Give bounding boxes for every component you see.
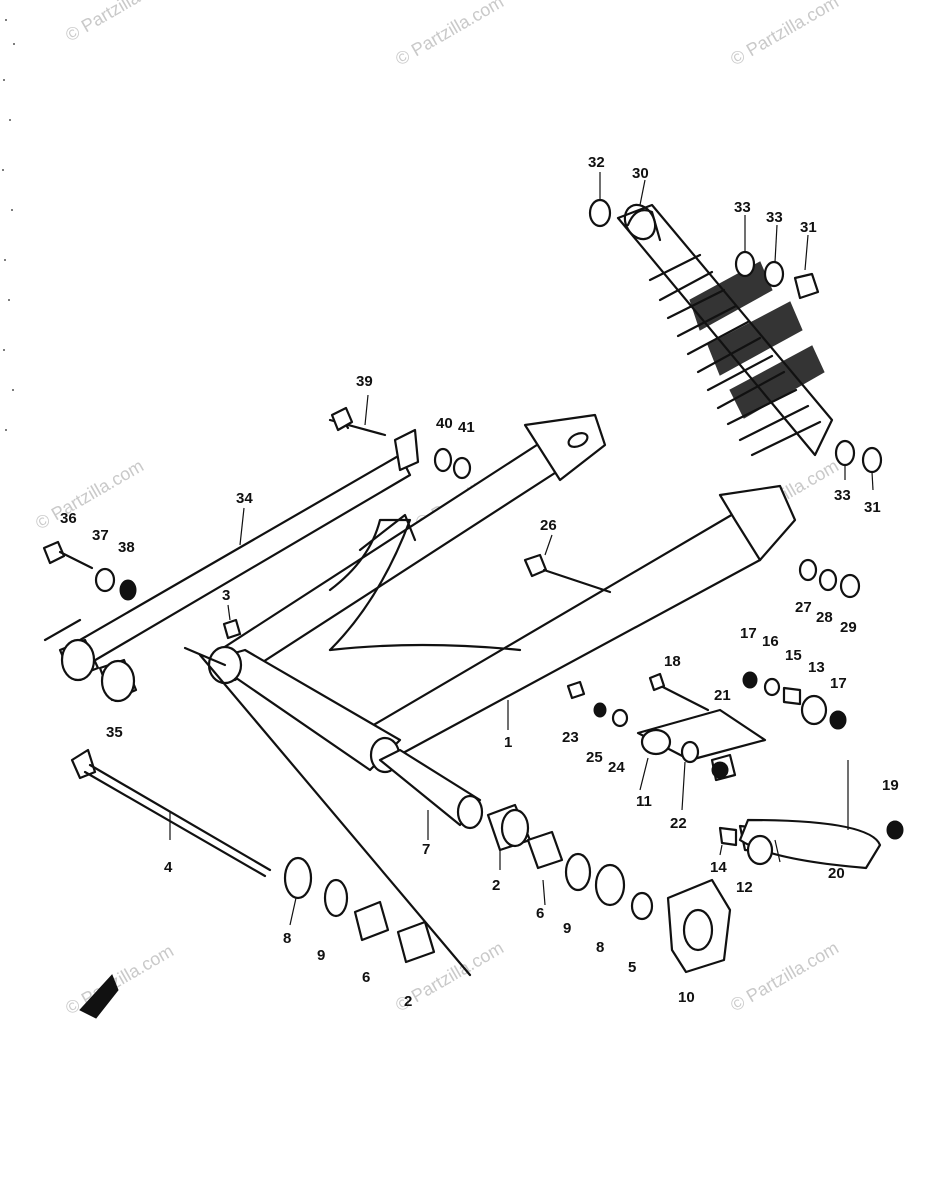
callout-4: 4 (164, 859, 173, 876)
callout-34: 34 (236, 490, 253, 507)
callout-18: 18 (664, 653, 681, 670)
leader-lines (169, 172, 874, 926)
callout-28: 28 (816, 609, 833, 626)
callout-11: 11 (636, 793, 652, 810)
bolt-36-group (42, 540, 137, 601)
bushing-35 (58, 638, 138, 703)
callout-8: 8 (596, 939, 604, 956)
callout-36: 36 (60, 510, 77, 527)
callout-17: 17 (830, 675, 847, 692)
callout-35: 35 (106, 724, 123, 741)
callout-41: 41 (458, 419, 475, 436)
shock-hardware (588, 198, 883, 474)
callout-6: 6 (362, 969, 370, 986)
callout-29: 29 (840, 619, 857, 636)
callout-16: 16 (762, 633, 779, 650)
washer-33-upper-b (763, 260, 785, 288)
callout-6: 6 (536, 905, 544, 922)
callout-32: 32 (588, 154, 605, 171)
callout-5: 5 (628, 959, 636, 976)
watermark: © Partzilla.com (727, 0, 842, 69)
nut-41 (452, 456, 472, 480)
callout-20: 20 (828, 865, 845, 882)
callout-3: 3 (222, 587, 230, 604)
callout-labels: 32 30 33 33 31 39 40 41 34 36 37 38 26 3… (60, 154, 899, 1010)
callout-12: 12 (736, 879, 753, 896)
callout-9: 9 (317, 947, 325, 964)
callout-22: 22 (670, 815, 687, 832)
bolt-39 (330, 406, 354, 432)
callout-30: 30 (632, 165, 649, 182)
callout-15: 15 (785, 647, 802, 664)
watermark: © Partzilla.com (62, 0, 177, 45)
callout-23: 23 (562, 729, 579, 746)
spacer-7 (378, 748, 484, 830)
callout-26: 26 (540, 517, 557, 534)
front-direction-arrow (79, 974, 119, 1019)
callout-7: 7 (422, 841, 430, 858)
washer-40 (433, 447, 453, 473)
brake-arm-parts (566, 671, 904, 870)
washer-32 (588, 198, 612, 228)
callout-1: 1 (504, 734, 512, 751)
watermark: © Partzilla.com (62, 940, 177, 1018)
callout-39: 39 (356, 373, 373, 390)
pivot-bushings (283, 803, 654, 964)
pivot-shaft-4 (70, 748, 272, 878)
callout-33: 33 (734, 199, 751, 216)
callout-17: 17 (740, 625, 757, 642)
watermark: © Partzilla.com (392, 0, 507, 69)
rear-shock-absorber (616, 203, 834, 457)
callout-27: 27 (795, 599, 812, 616)
callout-24: 24 (608, 759, 625, 776)
grease-nipple-3 (222, 618, 242, 640)
callout-37: 37 (92, 527, 109, 544)
callout-21: 21 (714, 687, 731, 704)
nut-31-lower (861, 446, 883, 474)
callout-40: 40 (436, 415, 453, 432)
callout-14: 14 (710, 859, 727, 876)
callout-10: 10 (678, 989, 695, 1006)
swing-arm (183, 413, 797, 977)
callout-8: 8 (283, 930, 291, 947)
callout-33: 33 (834, 487, 851, 504)
callout-9: 9 (563, 920, 571, 937)
callout-31: 31 (800, 219, 817, 236)
nut-31-upper (793, 272, 820, 300)
chain-block-10 (666, 878, 732, 974)
callout-19: 19 (882, 777, 899, 794)
watermark: © Partzilla.com (727, 937, 842, 1015)
washer-33-lower (834, 439, 856, 467)
watermark: © Partzilla.com (32, 455, 147, 533)
callout-31: 31 (864, 499, 881, 516)
callout-2: 2 (492, 877, 500, 894)
right-hardware-27-29 (798, 558, 861, 599)
callout-25: 25 (586, 749, 603, 766)
callout-38: 38 (118, 539, 135, 556)
callout-2: 2 (404, 993, 412, 1010)
washer-33-upper (734, 250, 756, 278)
callout-13: 13 (808, 659, 825, 676)
callout-33: 33 (766, 209, 783, 226)
scan-noise (2, 19, 15, 431)
bolt-26 (523, 553, 612, 594)
